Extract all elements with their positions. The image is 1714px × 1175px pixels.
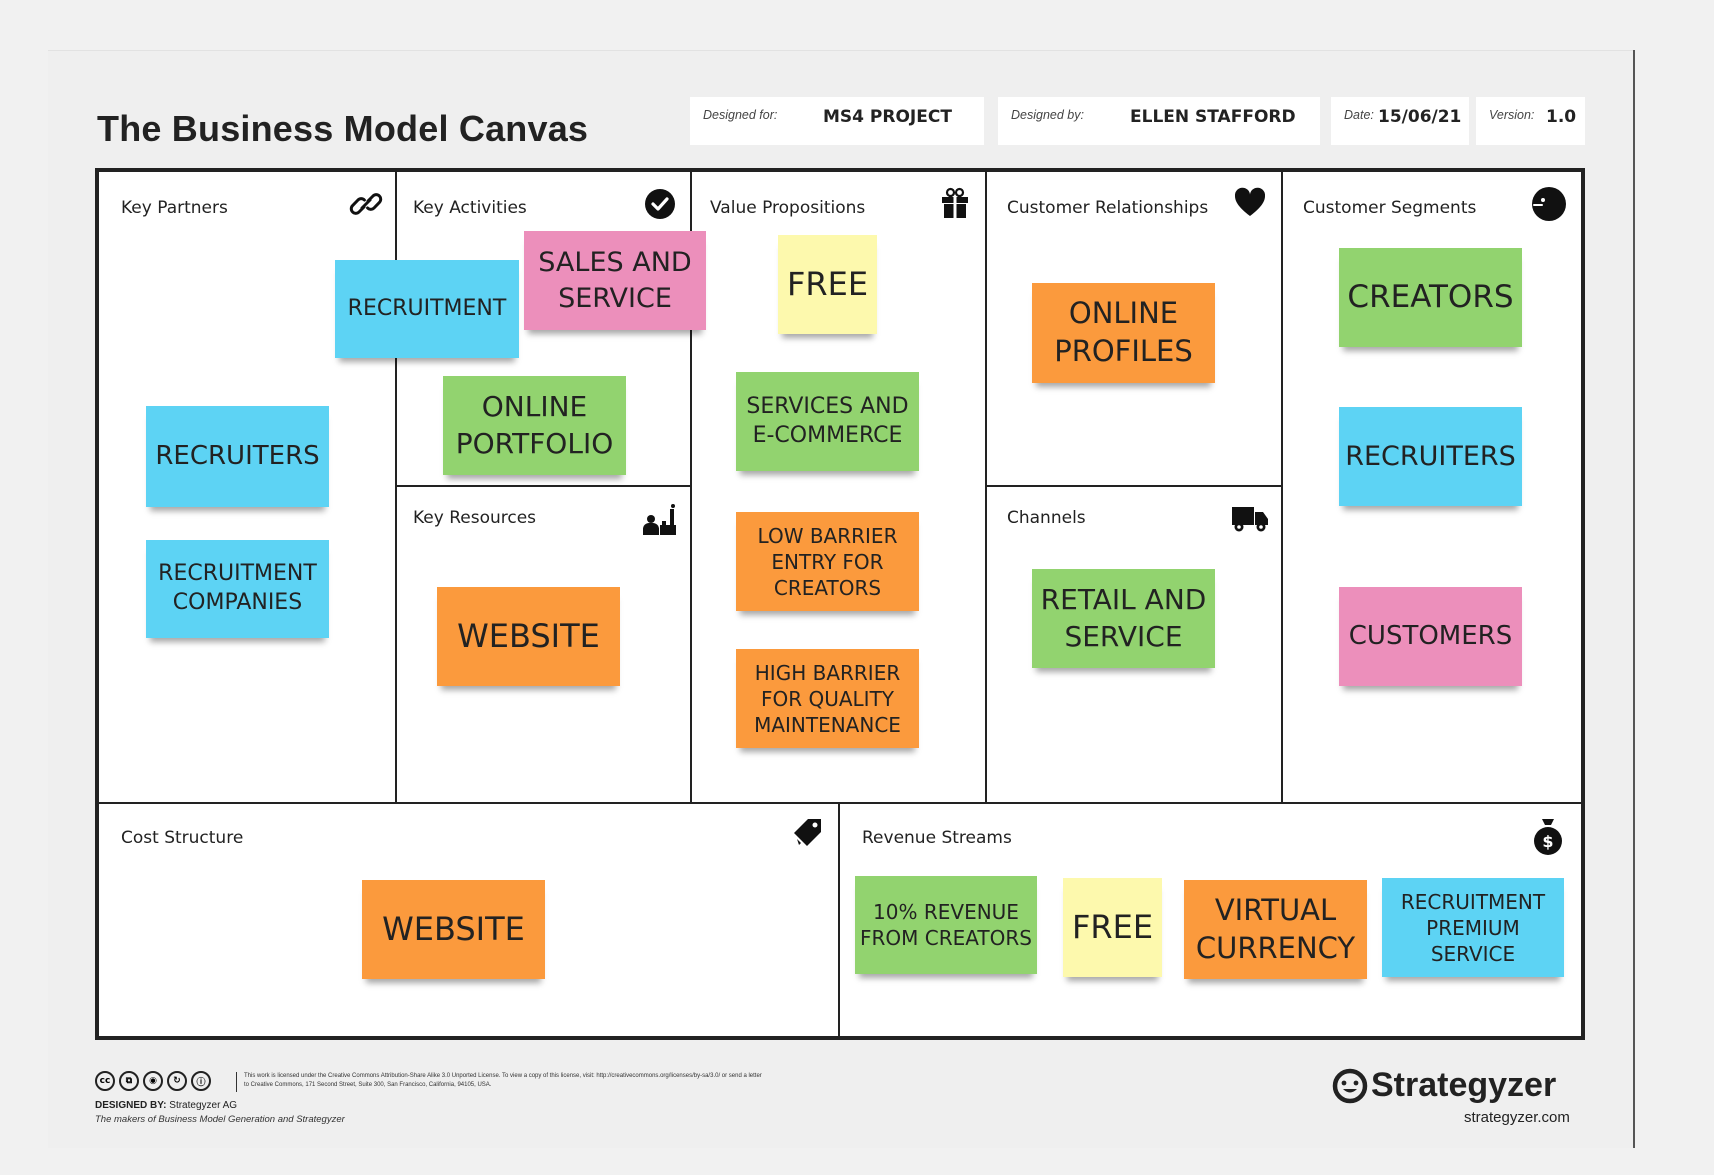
cc-attribution-icon: ◉	[143, 1071, 163, 1091]
block-title: Key Activities	[413, 198, 527, 218]
block-title: Customer Relationships	[1007, 198, 1209, 218]
version-value: 1.0	[1546, 107, 1577, 127]
truck-icon	[1232, 507, 1268, 532]
divider	[236, 1072, 237, 1092]
cc-icon: cc	[95, 1071, 115, 1091]
block-title: Cost Structure	[121, 828, 244, 848]
date-field[interactable]: Date: 15/06/21	[1331, 97, 1469, 145]
license-text: This work is licensed under the Creative…	[244, 1073, 762, 1088]
cc-copy-icon: ⧉	[119, 1071, 139, 1091]
sticky-note[interactable]: RECRUITMENT	[335, 260, 519, 358]
block-title: Revenue Streams	[862, 828, 1012, 848]
page-edge-line	[1633, 50, 1635, 1148]
version-label: Version:	[1489, 108, 1535, 122]
gift-icon	[942, 187, 968, 218]
strategyzer-logo-icon	[1332, 1068, 1368, 1103]
sticky-note[interactable]: VIRTUAL CURRENCY	[1184, 880, 1367, 979]
sticky-note[interactable]: FREE	[778, 235, 877, 334]
brand-name: Strategyzer	[1371, 1066, 1557, 1104]
sticky-note[interactable]: ONLINE PROFILES	[1032, 283, 1215, 383]
factory-worker-icon	[643, 504, 676, 535]
designed-by-field[interactable]: Designed by: ELLEN STAFFORD	[998, 97, 1320, 145]
creative-commons-badges: cc ⧉ ◉ ↻ ⓘ	[95, 1071, 211, 1091]
designed-for-label: Designed for:	[703, 108, 778, 122]
link-icon	[349, 193, 383, 215]
sticky-note[interactable]: RECRUITERS	[146, 406, 329, 507]
sticky-note[interactable]: RECRUITERS	[1339, 407, 1522, 506]
sticky-note[interactable]: CREATORS	[1339, 248, 1522, 347]
designed-for-value: MS4 PROJECT	[823, 107, 952, 127]
price-tag-icon	[794, 819, 821, 846]
sticky-note[interactable]: SERVICES AND E-COMMERCE	[736, 372, 919, 471]
heart-icon	[1234, 187, 1266, 216]
designed-by-credit-label: DESIGNED BY:	[95, 1100, 167, 1111]
makers-tagline: The makers of Business Model Generation …	[95, 1114, 345, 1125]
block-title: Key Resources	[413, 508, 537, 528]
sticky-note[interactable]: LOW BARRIER ENTRY FOR CREATORS	[736, 512, 919, 611]
sticky-note[interactable]: 10% REVENUE FROM CREATORS	[855, 876, 1037, 974]
brand-url[interactable]: strategyzer.com	[1464, 1109, 1570, 1126]
date-label: Date:	[1344, 108, 1374, 122]
designed-by-credit-value: Strategyzer AG	[169, 1100, 238, 1111]
money-bag-icon: $	[1534, 819, 1562, 855]
date-value: 15/06/21	[1378, 107, 1462, 127]
sticky-note[interactable]: CUSTOMERS	[1339, 587, 1522, 686]
designed-by-label: Designed by:	[1011, 108, 1084, 122]
page-title: The Business Model Canvas	[97, 108, 589, 149]
sticky-note[interactable]: HIGH BARRIER FOR QUALITY MAINTENANCE	[736, 649, 919, 748]
sticky-note[interactable]: RECRUITMENT COMPANIES	[146, 540, 329, 638]
cc-sharealike-icon: ↻	[167, 1071, 187, 1091]
block-title: Key Partners	[121, 198, 228, 218]
sticky-note[interactable]: ONLINE PORTFOLIO	[443, 376, 626, 475]
sticky-note[interactable]: RETAIL AND SERVICE	[1032, 569, 1215, 668]
version-field[interactable]: Version: 1.0	[1476, 97, 1585, 145]
svg-text:$: $	[1542, 832, 1553, 851]
face-icon	[1532, 187, 1566, 221]
block-title: Customer Segments	[1303, 198, 1477, 218]
sticky-note[interactable]: WEBSITE	[362, 880, 545, 979]
designed-by-credit: DESIGNED BY: Strategyzer AG	[95, 1100, 237, 1111]
checkmark-icon	[645, 189, 675, 219]
strategyzer-logo: Strategyzer	[1332, 1066, 1556, 1105]
sticky-note[interactable]: SALES AND SERVICE	[524, 231, 706, 330]
block-title: Value Propositions	[710, 198, 866, 218]
sticky-note[interactable]: RECRUITMENT PREMIUM SERVICE	[1382, 878, 1564, 977]
designed-by-value: ELLEN STAFFORD	[1130, 107, 1296, 127]
sticky-note[interactable]: WEBSITE	[437, 587, 620, 686]
sticky-note[interactable]: FREE	[1063, 878, 1162, 977]
block-title: Channels	[1007, 508, 1086, 528]
cc-person-icon: ⓘ	[191, 1071, 211, 1091]
designed-for-field[interactable]: Designed for: MS4 PROJECT	[690, 97, 984, 145]
